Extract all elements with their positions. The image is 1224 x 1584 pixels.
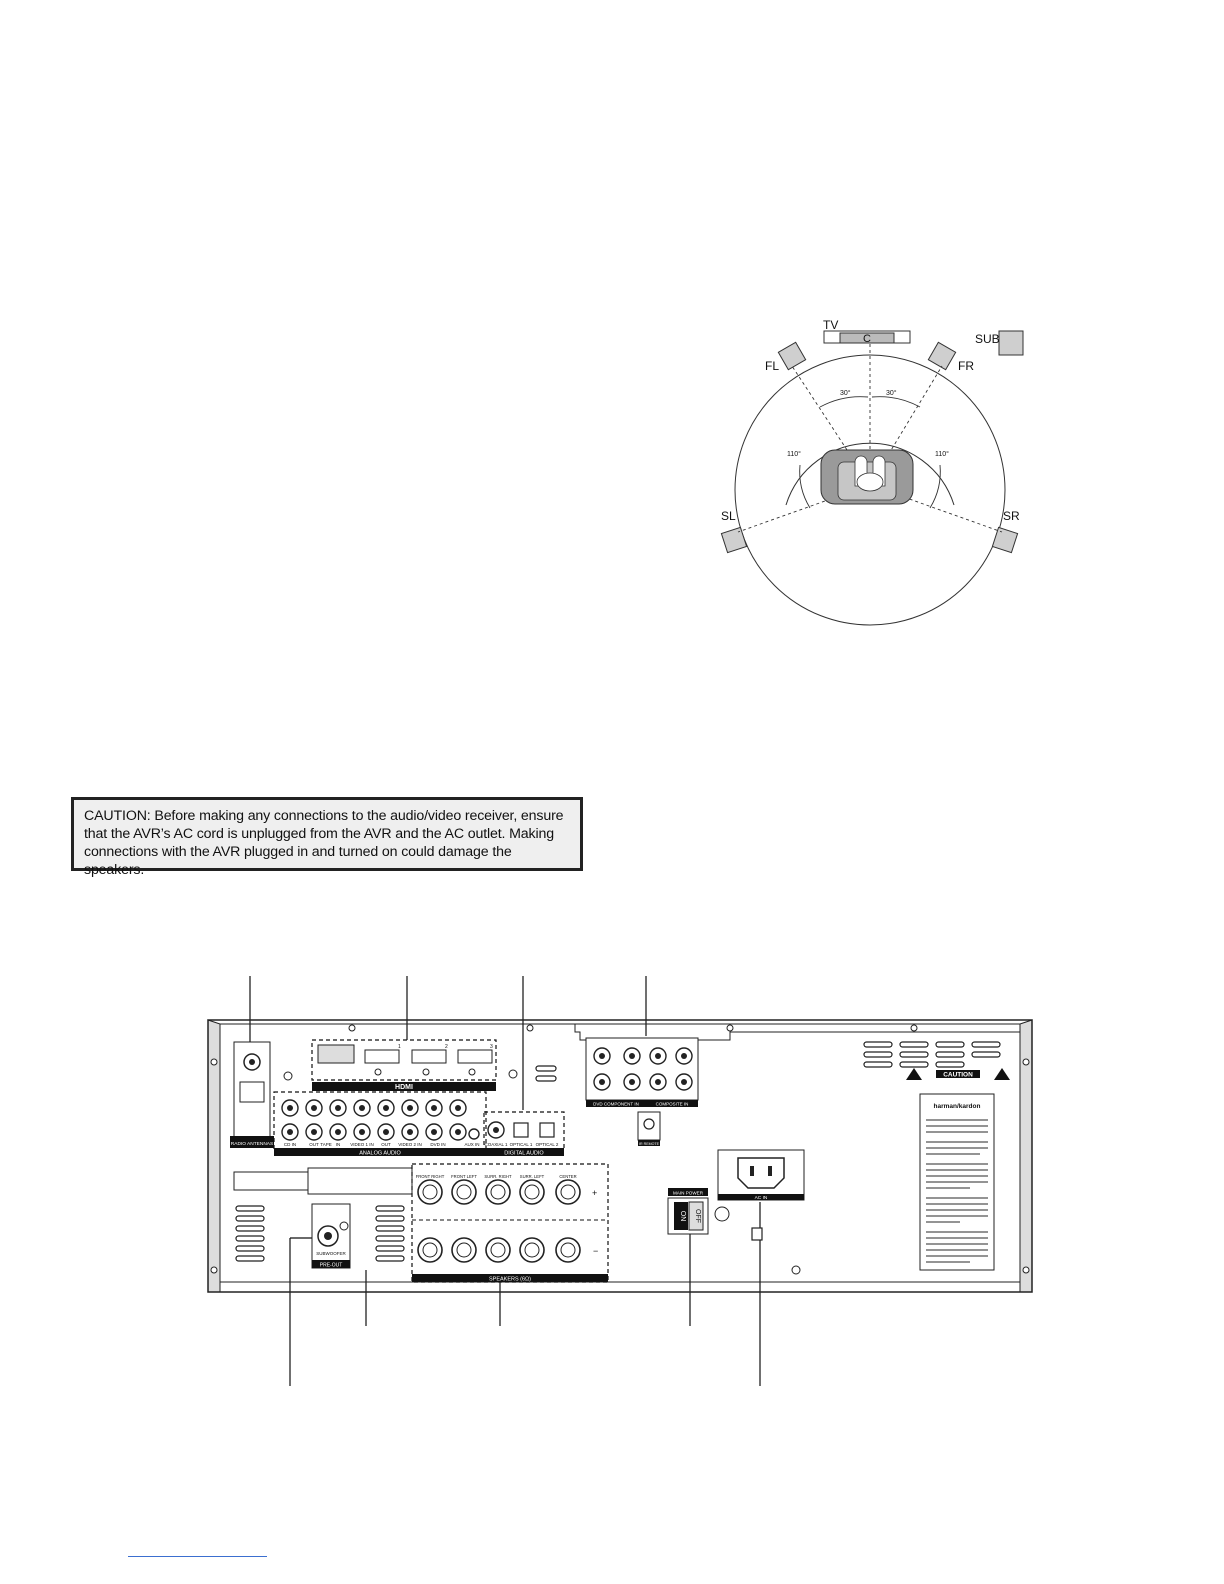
caution-notice: CAUTION: Before making any connections t… <box>71 797 583 878</box>
analog-dvd-in: DVD IN <box>430 1142 445 1147</box>
receiver-rear-panel-diagram: RADIO ANTENNAS 1 2 3 HDMI <box>207 976 1033 1386</box>
video-inputs: DVD COMPONENT IN COMPOSITE IN IR REMOTE <box>585 1037 699 1146</box>
digital-optical-1: OPTICAL 1 <box>510 1142 533 1147</box>
footer-link-underline[interactable] <box>128 1556 267 1557</box>
analog-video2-in: VIDEO 2 IN <box>398 1142 422 1147</box>
svg-text:−: − <box>593 1246 598 1256</box>
digital-audio-inputs: COAXIAL 1 OPTICAL 1 OPTICAL 2 DIGITAL AU… <box>483 1111 565 1157</box>
surround-right-label: SR <box>1003 509 1020 523</box>
listener-couch <box>820 449 914 505</box>
center-label: C <box>863 333 871 345</box>
speaker-surr-right: SURR. RIGHT <box>484 1174 512 1179</box>
analog-audio-label: ANALOG AUDIO <box>359 1151 401 1157</box>
chassis <box>207 1019 1033 1293</box>
pre-out-label: PRE-OUT <box>320 1263 343 1269</box>
front-left-angle: 30° <box>840 389 851 397</box>
inner-listening-arc <box>785 442 955 506</box>
analog-tape-in: IN <box>336 1142 341 1147</box>
speakers-label: SPEAKERS (6Ω) <box>489 1277 531 1283</box>
front-left-speaker <box>777 341 807 371</box>
power-on-label: ON <box>679 1211 686 1222</box>
surround-left-label: SL <box>721 509 736 523</box>
front-right-angle: 30° <box>886 389 897 397</box>
speaker-surr-left: SURR. LEFT <box>520 1174 545 1179</box>
subwoofer-pre-out: SUBWOOFER PRE-OUT <box>311 1203 351 1269</box>
main-power-switch: MAIN POWER ON OFF <box>667 1188 763 1241</box>
speaker-front-left: FRONT LEFT <box>451 1174 477 1179</box>
dvd-component-in-label: DVD COMPONENT IN <box>593 1102 639 1107</box>
speaker-center: CENTER <box>559 1174 576 1179</box>
ac-in-label: AC IN <box>755 1195 768 1201</box>
radio-antennas-label: RADIO ANTENNAS <box>231 1141 273 1147</box>
digital-coaxial-1: COAXIAL 1 <box>484 1142 508 1147</box>
vent-slots <box>235 1041 1001 1262</box>
hdmi-label: HDMI <box>395 1084 413 1091</box>
composite-in-label: COMPOSITE IN <box>656 1102 689 1107</box>
ir-remote-label: IR REMOTE <box>639 1142 660 1146</box>
surround-right-speaker <box>991 526 1019 554</box>
surround-left-speaker <box>720 526 748 554</box>
analog-cd-in: CD IN <box>284 1142 296 1147</box>
front-right-label: FR <box>958 359 974 373</box>
hdmi-inputs: 1 2 3 HDMI <box>311 1039 497 1091</box>
analog-tape-out: OUT <box>309 1142 319 1147</box>
subwoofer-label: SUBWOOFER <box>316 1251 346 1256</box>
subwoofer-speaker <box>998 330 1024 356</box>
analog-audio-inputs: CD IN OUT TAPE IN VIDEO 1 IN OUT VIDEO 2… <box>273 1091 487 1157</box>
analog-aux-in: AUX IN <box>464 1142 479 1147</box>
caution-text: CAUTION: Before making any connections t… <box>84 808 564 878</box>
analog-tape: TAPE <box>320 1142 331 1147</box>
front-right-speaker <box>927 341 957 371</box>
speaker-terminals: + − FRONT RIGHT FRONT LEFT SURR. RIGHT S… <box>411 1163 609 1283</box>
listening-area-circle <box>734 354 1006 626</box>
brand-name: harman/kardon <box>934 1103 981 1110</box>
ac-power-input: AC IN <box>717 1149 805 1201</box>
digital-audio-label: DIGITAL AUDIO <box>504 1151 544 1157</box>
tv-label: TV <box>823 318 838 332</box>
power-off-label: OFF <box>694 1209 701 1223</box>
sub-label: SUB <box>975 332 1000 346</box>
svg-text:+: + <box>592 1188 597 1198</box>
surround-left-angle: 110° <box>787 450 801 458</box>
radio-antenna-terminals: RADIO ANTENNAS <box>230 1041 274 1148</box>
speaker-placement-diagram: C TV SUB FL FR SL SR 30° 30° 110° 110° <box>720 318 1024 626</box>
surround-right-angle: 110° <box>935 450 949 458</box>
analog-video1-in: VIDEO 1 IN <box>350 1142 374 1147</box>
speaker-front-right: FRONT RIGHT <box>416 1174 445 1179</box>
hdmi-input-1: 1 <box>398 1044 401 1050</box>
digital-optical-2: OPTICAL 2 <box>536 1142 559 1147</box>
analog-video2-out: OUT <box>381 1142 391 1147</box>
center-speaker <box>839 332 895 344</box>
caution-sticker: CAUTION harman/kardon <box>906 1068 1010 1271</box>
hdmi-input-3: 3 <box>490 1044 493 1050</box>
front-left-label: FL <box>765 359 779 373</box>
caution-sticker-label: CAUTION <box>943 1072 973 1079</box>
hdmi-input-2: 2 <box>445 1044 448 1050</box>
main-power-label: MAIN POWER <box>673 1191 704 1196</box>
